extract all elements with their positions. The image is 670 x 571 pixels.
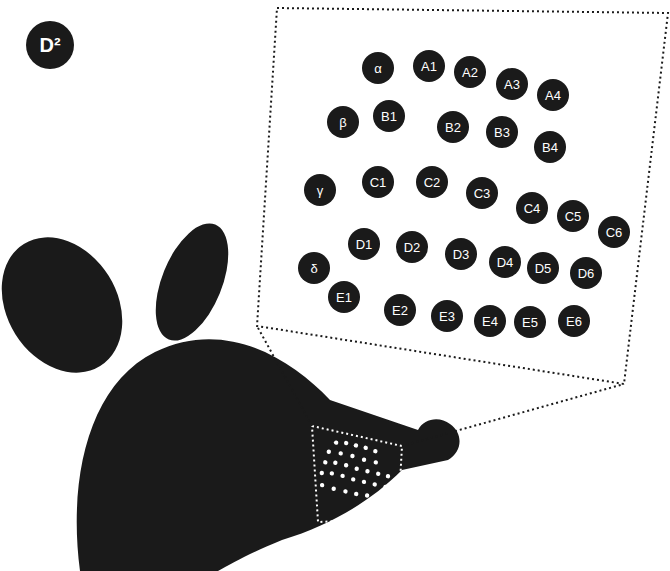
badge-label: D² [39,35,60,55]
whisker-label: C2 [424,176,441,189]
whisker-label: δ [310,262,317,275]
whisker-label: E2 [392,304,408,317]
whisker-circle: C5 [557,200,589,232]
whisker-label: β [339,116,346,129]
whisker-label: D4 [497,256,514,269]
whisker-label: E5 [522,316,538,329]
whisker-circle: E6 [558,305,590,337]
whisker-label: E4 [482,315,498,328]
whisker-label: A3 [504,78,520,91]
whisker-circle: C6 [598,216,630,248]
whisker-label: A4 [545,89,561,102]
whisker-label: E3 [439,310,455,323]
whisker-circle: δ [298,252,330,284]
zoom-source-box [312,426,402,522]
whisker-circle: C3 [466,177,498,209]
whisker-circle: D2 [396,231,428,263]
whisker-circle: D3 [445,238,477,270]
zoom-box [257,8,668,384]
whisker-label: A2 [462,66,478,79]
whisker-circle: B4 [534,131,566,163]
whisker-circle: D6 [570,257,602,289]
zoom-leader-line [257,326,312,426]
whisker-circle: β [327,106,359,138]
zoom-leader-line [402,384,624,446]
whisker-label: E6 [566,315,582,328]
whisker-label: D3 [453,248,470,261]
whisker-label: γ [317,184,324,197]
whisker-circle: B1 [373,100,405,132]
whisker-label: α [374,62,382,75]
whisker-label: D1 [356,238,373,251]
whisker-circle: D5 [527,252,559,284]
figure-badge: D² [26,21,74,69]
whisker-circle: D4 [489,246,521,278]
left-ear [0,215,147,395]
whisker-circle: C1 [362,166,394,198]
whisker-label: C4 [524,202,541,215]
whisker-circle: B2 [437,111,469,143]
whisker-circle: A4 [537,79,569,111]
whisker-circle: E4 [474,305,506,337]
whisker-label: B4 [542,141,558,154]
whisker-label: A1 [421,60,437,73]
whisker-circle: α [362,52,394,84]
whisker-circle: E3 [431,300,463,332]
whisker-circle: D1 [348,228,380,260]
whisker-label: C5 [565,210,582,223]
whisker-circle: C4 [516,192,548,224]
whisker-pad-dots [317,438,394,501]
whisker-label: B1 [381,110,397,123]
whisker-circle: γ [304,174,336,206]
whisker-circle: A1 [413,50,445,82]
head-silhouette [77,339,460,571]
whisker-circle: E1 [328,281,360,313]
whisker-circle: A2 [454,56,486,88]
whisker-circle: E5 [514,306,546,338]
whisker-circle: C2 [416,166,448,198]
whisker-label: C6 [606,226,623,239]
whisker-label: D6 [578,267,595,280]
whisker-circle: E2 [384,294,416,326]
whisker-circle: A3 [496,68,528,100]
whisker-label: D2 [404,241,421,254]
right-ear [141,213,243,350]
whisker-label: B3 [494,126,510,139]
whisker-circle: B3 [486,116,518,148]
whisker-label: C3 [474,187,491,200]
whisker-label: E1 [336,291,352,304]
whisker-label: B2 [445,121,461,134]
whisker-label: D5 [535,262,552,275]
whisker-label: C1 [370,176,387,189]
